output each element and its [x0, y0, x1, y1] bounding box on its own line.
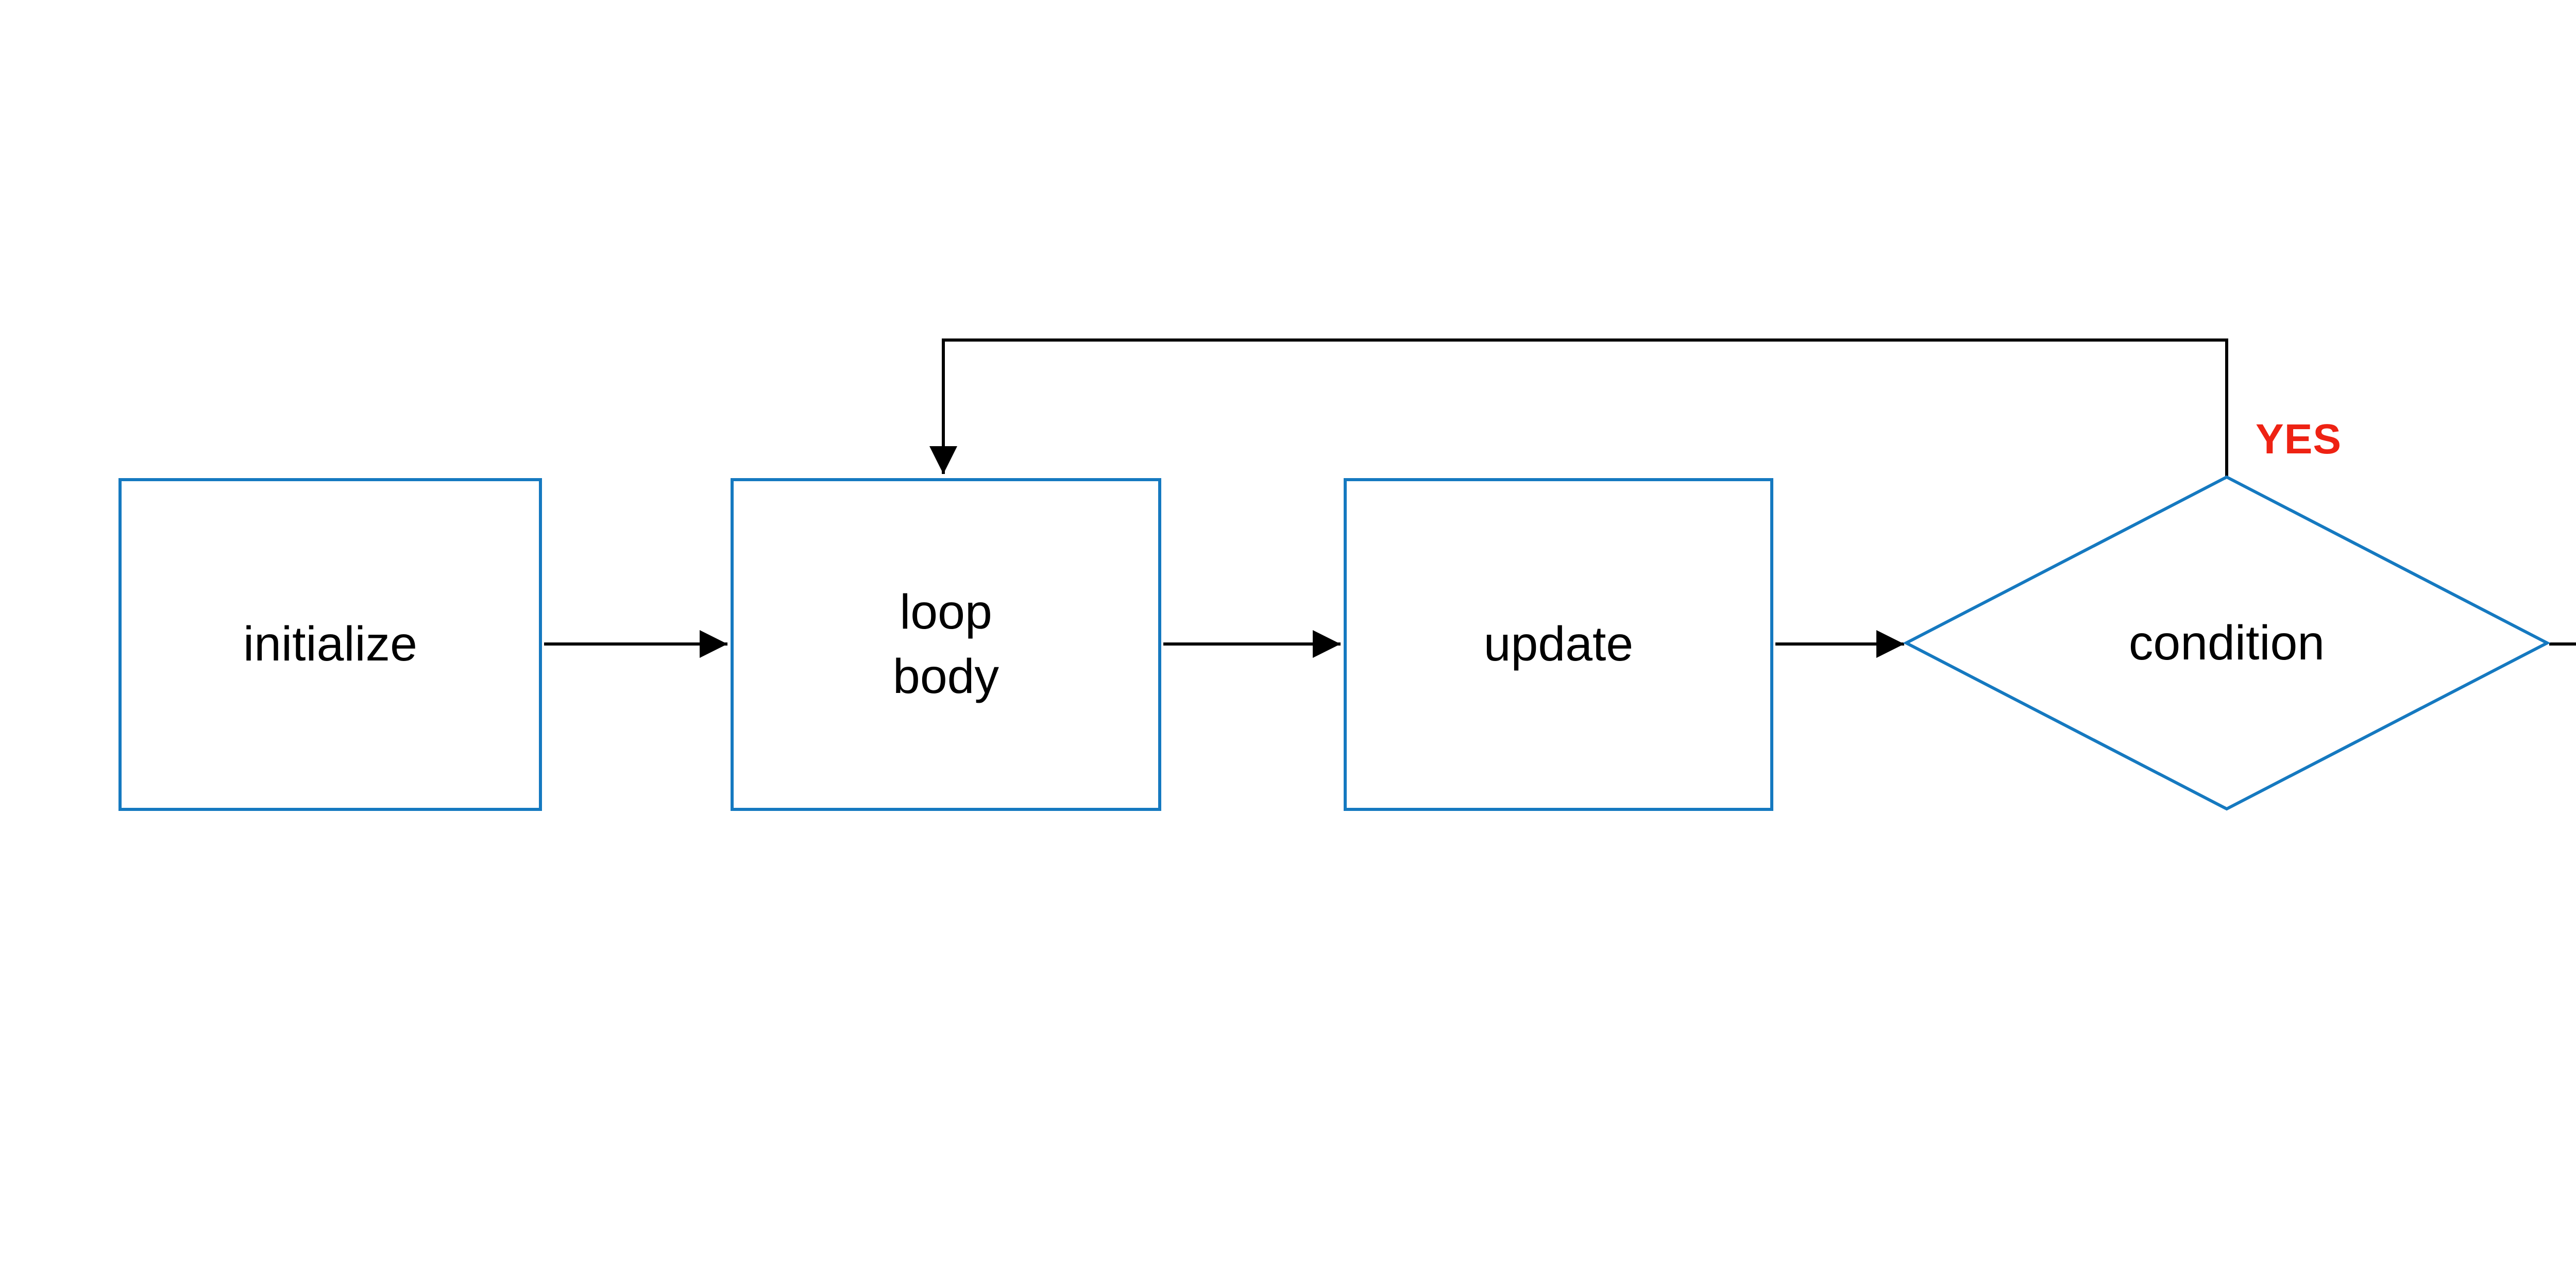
node-update-label: update: [1483, 617, 1634, 672]
node-loop-body: loop body: [731, 478, 1161, 811]
node-initialize-label: initialize: [243, 617, 417, 672]
node-loop-body-line2: body: [892, 649, 999, 704]
node-loop-body-line1: loop: [900, 584, 992, 639]
condition-diamond: [1903, 475, 2551, 811]
edge-condition-to-loop-body-loopback: [929, 338, 2228, 476]
node-loop-body-label: loop body: [893, 580, 999, 709]
node-condition-label: condition: [2128, 615, 2325, 670]
node-initialize: initialize: [118, 478, 542, 811]
yes-branch-label: YES: [2256, 416, 2342, 463]
node-update: update: [1344, 478, 1773, 811]
